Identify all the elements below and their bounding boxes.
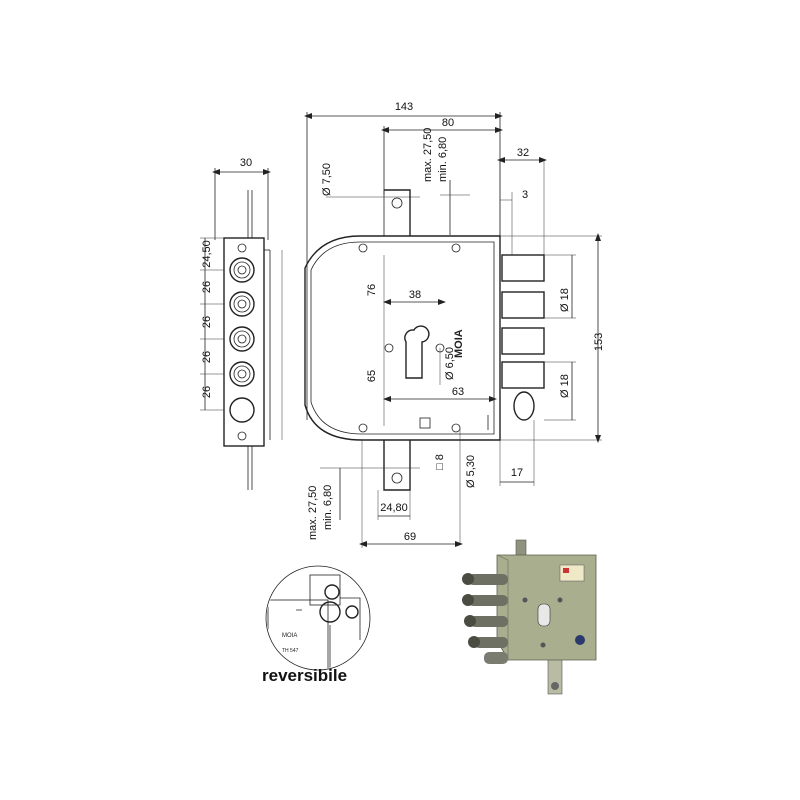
- dim-26-a: 26: [201, 281, 213, 293]
- dim-17: 17: [511, 467, 523, 479]
- photo-bolts: [462, 573, 508, 664]
- dim-26-c: 26: [201, 351, 213, 363]
- dim-80: 80: [442, 117, 454, 129]
- dim-63: 63: [452, 386, 464, 398]
- cylinder-hole: [404, 325, 430, 379]
- brand-logo: MOIA: [453, 329, 465, 358]
- dim-24-50: 24,50: [201, 240, 213, 268]
- latch-face: [229, 397, 255, 423]
- detail-code: TH 547: [282, 648, 299, 654]
- dim-max-27-50-top: max. 27,50: [422, 128, 434, 182]
- dim-153: 153: [593, 333, 605, 351]
- bolt-face-1: [229, 257, 255, 283]
- bolt-face-3: [229, 326, 255, 352]
- dim-min-6-80-top: min. 6,80: [437, 137, 449, 182]
- bolts: [501, 254, 545, 421]
- dim-3: 3: [522, 189, 528, 201]
- bolt-face-4: [229, 361, 255, 387]
- dim-38: 38: [409, 289, 421, 301]
- dim-dia-18-b: Ø 18: [559, 374, 571, 398]
- reversible-detail: MOIA TH 547: [265, 565, 371, 671]
- dim-square-8: □ 8: [434, 454, 446, 470]
- dim-min-6-80-bottom: min. 6,80: [322, 485, 334, 530]
- dim-65: 65: [366, 370, 378, 382]
- dim-dia-7-50: Ø 7,50: [321, 163, 333, 196]
- dim-30: 30: [240, 157, 252, 169]
- dim-69: 69: [404, 531, 416, 543]
- side-view-faceplate: 30 24,50 26 26 26: [200, 157, 283, 490]
- dim-dia-6-50: Ø 6,50: [444, 347, 456, 380]
- dim-32: 32: [517, 147, 529, 159]
- front-view-lock-case: 143 80 max. 27,50 min. 6,80 Ø 7,50 76 65…: [304, 101, 605, 548]
- dim-26-d: 26: [201, 386, 213, 398]
- dim-dia-5-30: Ø 5,30: [465, 455, 477, 488]
- dim-max-27-50-bottom: max. 27,50: [307, 486, 319, 540]
- dim-26-b: 26: [201, 316, 213, 328]
- product-photo: [462, 539, 597, 695]
- reversibile-caption: reversibile: [262, 666, 348, 685]
- dim-24-80: 24,80: [380, 502, 408, 514]
- bolt-face-2: [229, 291, 255, 317]
- dim-dia-18-a: Ø 18: [559, 288, 571, 312]
- dim-76: 76: [366, 284, 378, 296]
- detail-brand: MOIA: [282, 633, 297, 639]
- dim-143: 143: [395, 101, 413, 113]
